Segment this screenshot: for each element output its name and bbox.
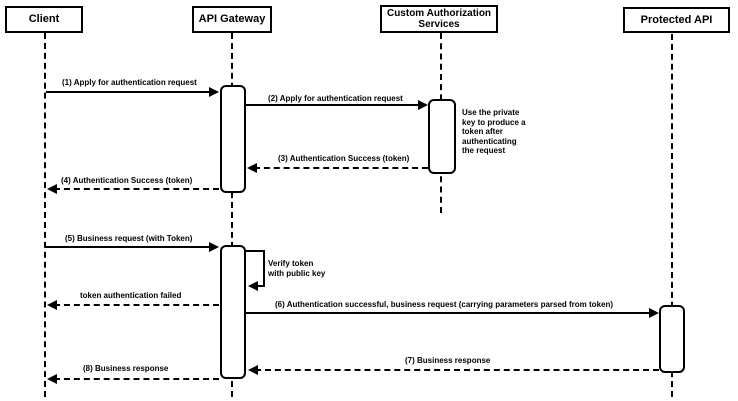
actor-custom-auth-label: Custom Authorization Services: [386, 7, 492, 31]
actor-protected-api: Protected API: [623, 7, 730, 33]
actor-api-gateway-label: API Gateway: [198, 13, 266, 26]
message-1-label: (1) Apply for authentication request: [62, 78, 197, 87]
arrowhead-icon: [209, 242, 219, 252]
actor-protected-api-label: Protected API: [640, 13, 713, 26]
arrow-line: [46, 246, 212, 248]
arrow-line: [246, 104, 421, 106]
message-1-arrow: [46, 87, 219, 97]
arrowhead-icon: [47, 300, 57, 310]
lifeline-client: [44, 33, 46, 397]
arrow-line: [54, 378, 219, 380]
message-4-arrow: [47, 184, 219, 194]
self-loop-label: Verify token with public key: [268, 259, 326, 278]
arrowhead-icon: [248, 365, 258, 375]
arrowhead-icon: [47, 374, 57, 384]
activation-api-gateway-1: [220, 85, 246, 193]
self-loop-right-segment: [263, 251, 265, 286]
message-6-label: (6) Authentication successful, business …: [275, 300, 614, 309]
message-6-arrow: [246, 308, 659, 318]
message-3-arrow: [247, 163, 428, 173]
message-failed-arrow: [47, 300, 219, 310]
arrow-line: [255, 285, 265, 287]
arrowhead-icon: [248, 281, 258, 291]
lifeline-protected-api: [671, 34, 673, 397]
message-failed-label: token authentication failed: [80, 291, 182, 300]
message-2-arrow: [246, 100, 428, 110]
message-4-label: (4) Authentication Success (token): [61, 176, 193, 185]
actor-client: Client: [5, 6, 83, 33]
arrow-line: [46, 91, 212, 93]
arrowhead-icon: [418, 100, 428, 110]
actor-custom-auth: Custom Authorization Services: [380, 5, 498, 33]
arrow-line: [255, 369, 659, 371]
message-7-label: (7) Business response: [405, 356, 491, 365]
actor-api-gateway: API Gateway: [192, 6, 272, 33]
arrowhead-icon: [209, 87, 219, 97]
activation-api-gateway-2: [220, 245, 246, 379]
arrow-line: [54, 188, 219, 190]
arrow-line: [54, 304, 219, 306]
arrowhead-icon: [649, 308, 659, 318]
message-2-label: (2) Apply for authentication request: [268, 94, 403, 103]
message-5-label: (5) Business request (with Token): [65, 234, 193, 243]
message-3-label: (3) Authentication Success (token): [278, 154, 410, 163]
activation-custom-auth: [428, 99, 456, 174]
message-5-arrow: [46, 242, 219, 252]
arrowhead-icon: [47, 184, 57, 194]
message-8-arrow: [47, 374, 219, 384]
actor-client-label: Client: [28, 13, 60, 26]
self-loop-return-arrow: [248, 281, 265, 291]
lifeline-api-gateway: [231, 33, 233, 397]
arrowhead-icon: [247, 163, 257, 173]
message-8-label: (8) Business response: [83, 364, 169, 373]
self-loop-top-segment: [246, 250, 265, 252]
note-private-key: Use the private key to produce a token a…: [462, 108, 526, 156]
activation-protected-api: [659, 305, 685, 373]
arrow-line: [254, 167, 428, 169]
arrow-line: [246, 312, 652, 314]
message-7-arrow: [248, 365, 659, 375]
